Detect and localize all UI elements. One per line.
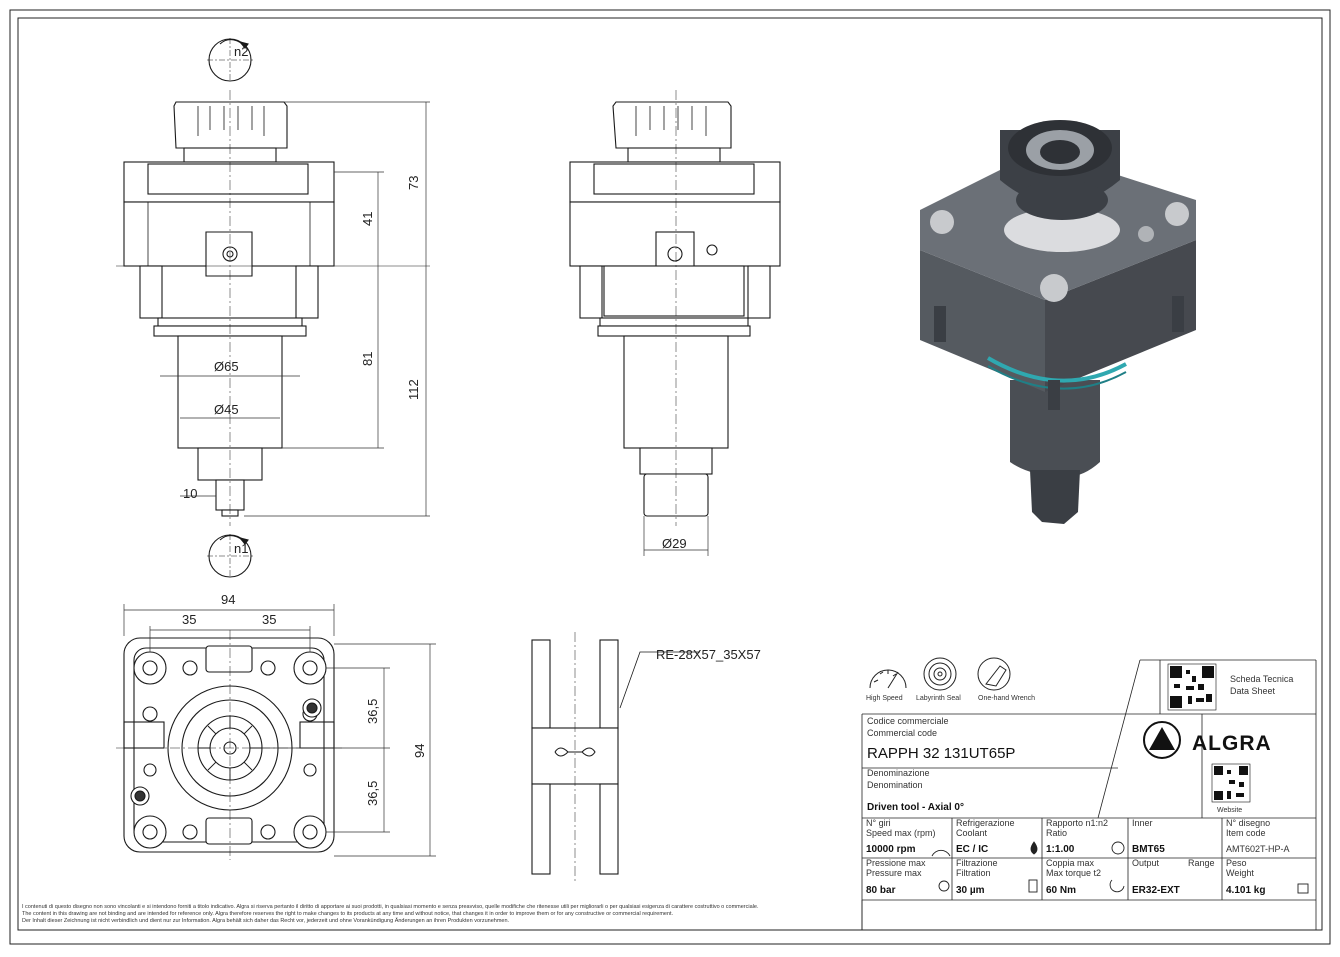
side-view <box>569 90 781 526</box>
spec-pressure-value: 80 bar <box>866 885 896 896</box>
labyrinth-icon <box>923 657 957 691</box>
spec-pressure-label-en: Pressure max <box>866 868 922 878</box>
spec-drawing-value: AMT602T-HP-A <box>1226 844 1290 854</box>
spec-ratio-value: 1:1.00 <box>1046 844 1075 855</box>
gear-icon <box>1111 841 1125 855</box>
spec-range-label: Range <box>1188 858 1215 868</box>
spec-weight-value: 4.101 kg <box>1226 885 1265 896</box>
gauge-icon <box>931 849 951 857</box>
spec-ratio-label-it: Rapporto n1:n2 <box>1046 818 1108 828</box>
spec-coolant-label-it: Refrigerazione <box>956 818 1015 828</box>
code-label-en: Commercial code <box>867 728 937 738</box>
spec-input-label: Inner <box>1132 818 1153 828</box>
dim-dia-45: Ø45 <box>214 402 239 417</box>
dim-dia-29: Ø29 <box>662 536 687 551</box>
dim-35-left: 35 <box>182 612 196 627</box>
spec-output-label: Output <box>1132 858 1160 868</box>
code-label-it: Codice commerciale <box>867 716 949 726</box>
dim-36-5-upper: 36,5 <box>365 699 380 724</box>
dim-112: 112 <box>406 379 421 400</box>
wrench-icon <box>977 657 1011 691</box>
spec-filtration-value: 30 µm <box>956 885 985 896</box>
spec-torque-value: 60 Nm <box>1046 885 1076 896</box>
dim-41: 41 <box>360 212 375 226</box>
spec-speed-value: 10000 rpm <box>866 844 916 855</box>
feature-icons <box>869 657 1011 691</box>
dim-73: 73 <box>406 176 421 190</box>
spec-torque-label-en: Max torque t2 <box>1046 868 1101 878</box>
filter-icon <box>1028 879 1038 893</box>
qr-code-datasheet <box>1167 663 1217 711</box>
icon-caption-seal: Labyrinth Seal <box>916 695 961 702</box>
rotation-label-n1: n1 <box>234 541 248 556</box>
dim-dia-65: Ø65 <box>214 359 239 374</box>
dim-94-width: 94 <box>221 592 235 607</box>
spec-drawing-label-en: Item code <box>1226 828 1266 838</box>
bottom-view <box>116 630 344 860</box>
spec-pressure-label-it: Pressione max <box>866 858 926 868</box>
spec-weight-label-en: Weight <box>1226 868 1254 878</box>
commercial-code: RAPPH 32 131UT65P <box>867 745 1015 762</box>
dim-35-right: 35 <box>262 612 276 627</box>
cell-icons <box>931 841 1309 894</box>
spec-ratio-label-en: Ratio <box>1046 828 1067 838</box>
front-dimensions <box>160 101 430 517</box>
denom-label-en: Denomination <box>867 780 923 790</box>
dim-36-5-lower: 36,5 <box>365 781 380 806</box>
bottom-dimensions <box>123 604 436 857</box>
brand-name: ALGRA <box>1192 732 1272 755</box>
speedometer-icon <box>869 669 907 689</box>
lock-icon <box>1297 883 1309 894</box>
rotation-label-n2: n2 <box>234 44 248 59</box>
icon-caption-speed: High Speed <box>866 695 903 702</box>
dim-10: 10 <box>183 486 197 501</box>
datasheet-label-it: Scheda Tecnica <box>1230 674 1293 684</box>
dim-81: 81 <box>360 352 375 366</box>
spec-drawing-label-it: N° disegno <box>1226 818 1270 828</box>
qr-code-website <box>1211 763 1251 803</box>
algra-logo <box>1143 721 1181 759</box>
spec-filtration-label-it: Filtrazione <box>956 858 998 868</box>
title-block <box>861 659 1317 930</box>
datasheet-label-en: Data Sheet <box>1230 686 1276 696</box>
iso-view-render <box>920 120 1196 524</box>
inner-border <box>17 17 1323 931</box>
spec-speed-label-it: N° giri <box>866 818 891 828</box>
spec-weight-label-it: Peso <box>1226 858 1247 868</box>
rotation-symbol-top: n2 <box>207 38 253 82</box>
legal-line-1: I contenuti di questo disegno non sono v… <box>22 904 759 910</box>
rotation-symbol-bottom <box>207 534 253 578</box>
pressure-icon <box>938 880 950 892</box>
website-label: Website <box>1217 807 1242 814</box>
drop-icon <box>1030 841 1038 855</box>
torque-icon <box>1109 879 1125 893</box>
denomination: Driven tool - Axial 0° <box>867 802 964 813</box>
spec-torque-label-it: Coppia max <box>1046 858 1095 868</box>
icon-caption-wrench: One-hand Wrench <box>978 695 1035 702</box>
spec-coolant-value: EC / IC <box>956 844 988 855</box>
detail-key-view <box>531 632 700 882</box>
front-view: n2 <box>116 38 430 526</box>
detail-label: RE-28X57_35X57 <box>656 647 761 662</box>
spec-input-value: BMT65 <box>1132 844 1165 855</box>
legal-line-3: Der Inhalt dieser Zeichnung ist nicht ve… <box>22 917 510 924</box>
denom-label-it: Denominazione <box>867 768 930 778</box>
spec-output-value: ER32-EXT <box>1132 885 1180 896</box>
outer-border <box>9 9 1331 945</box>
spec-filtration-label-en: Filtration <box>956 868 991 878</box>
side-dimensions <box>643 516 709 556</box>
spec-speed-label-en: Speed max (rpm) <box>866 828 936 838</box>
legal-line-2: The content in this drawing are not bind… <box>22 911 674 917</box>
dim-94-height: 94 <box>412 744 427 758</box>
spec-coolant-label-en: Coolant <box>956 828 988 838</box>
